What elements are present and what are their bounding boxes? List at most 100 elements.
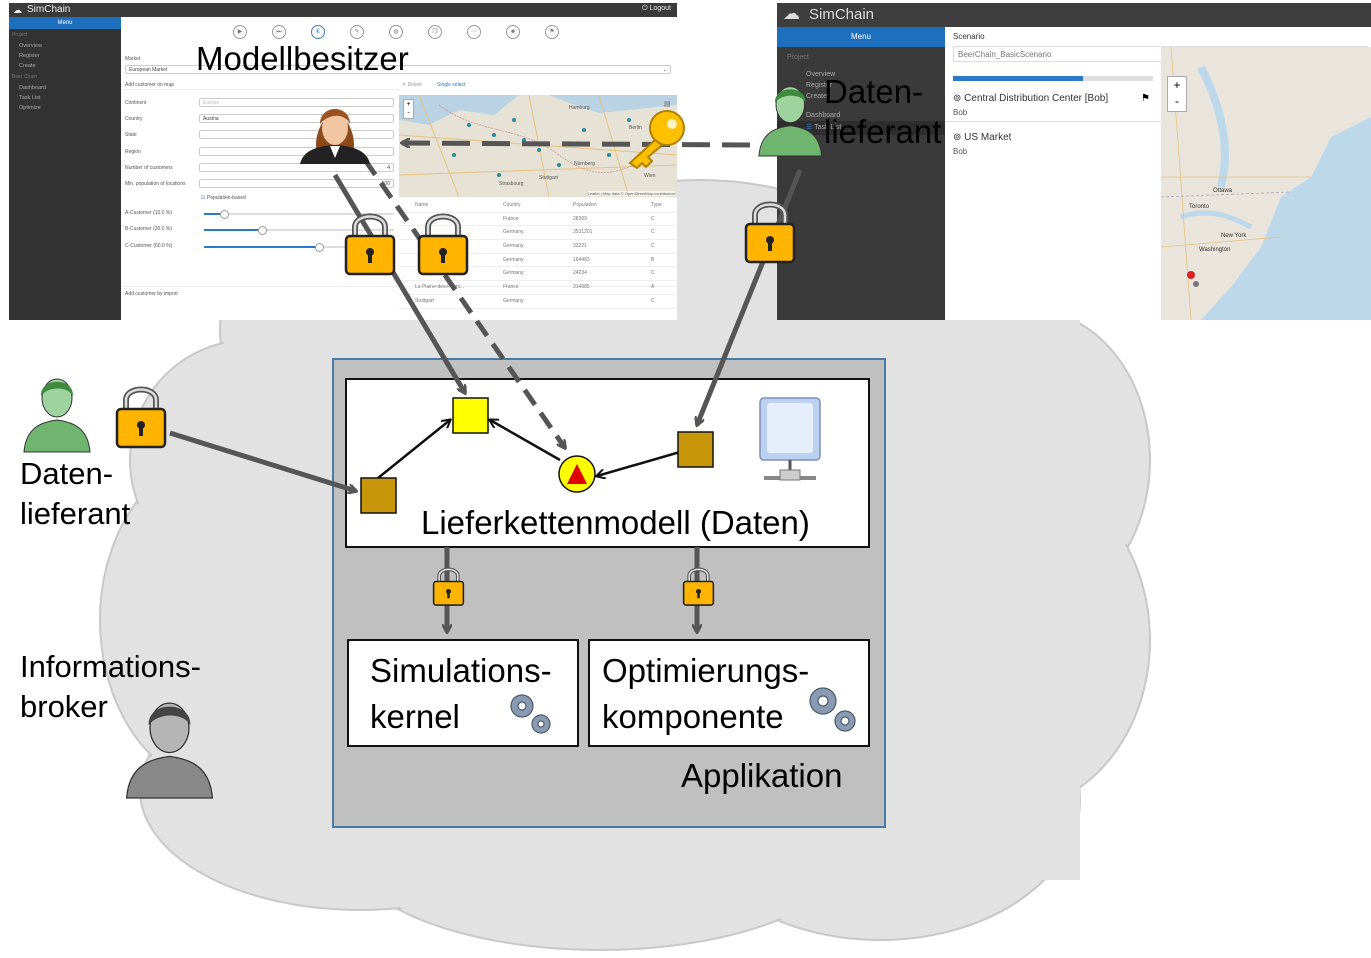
menu-header[interactable]: Menu	[777, 27, 945, 47]
app-header: ☁ SimChain	[777, 3, 1371, 27]
slider-b-knob[interactable]	[258, 226, 267, 235]
logout-button[interactable]: ⏻ Logout	[642, 5, 671, 13]
app-screenshot-dataprovider: ☁ SimChain Menu Project Overview Registe…	[777, 3, 1371, 320]
zoom-out-button[interactable]: -	[1175, 94, 1179, 108]
edge-market-to-center	[490, 420, 561, 462]
table-header-population[interactable]: Population	[573, 202, 597, 208]
table-row[interactable]: Stuttgart Germany C	[399, 295, 677, 309]
cell-type: C	[651, 297, 655, 304]
sidebar-item-dashboard[interactable]: Dashboard	[806, 112, 841, 119]
label-modelowner: Modellbesitzer	[196, 40, 409, 77]
cell-type: C	[651, 243, 655, 250]
cell-name: Stuttgart	[415, 297, 434, 304]
map-place-ottawa: Ottawa	[1213, 188, 1233, 194]
table-header-row: Name Country Population Type	[399, 199, 677, 213]
label-dataprovider-left-1: Daten-	[20, 456, 114, 491]
label-dataprovider-top-1: Daten-	[824, 73, 924, 110]
country-select[interactable]: Austria	[199, 114, 394, 123]
sidebar-group-beerchain[interactable]: Beer Chain	[12, 74, 38, 80]
map-zoom-control[interactable]: + -	[1167, 76, 1187, 112]
lock-icon	[432, 567, 465, 606]
population-based-checkbox[interactable]: ☑ Population-based	[201, 195, 246, 201]
map-layers-icon[interactable]: ▤	[664, 101, 671, 108]
market-select[interactable]: European Market⌄	[125, 65, 671, 74]
region-select[interactable]	[199, 147, 394, 156]
task-owner: Bob	[953, 108, 968, 117]
min-population-input[interactable]: 500	[199, 179, 394, 188]
lock-icon	[682, 567, 715, 606]
cell-country: Germany	[503, 229, 524, 236]
step-edit-icon[interactable]: ✎	[350, 25, 364, 39]
slider-c-knob[interactable]	[315, 243, 324, 252]
sidebar-item-create[interactable]: Create	[806, 93, 828, 100]
label-optimizer-1: Optimierungs-	[602, 652, 810, 689]
slider-c-fill	[204, 246, 318, 248]
step-play-icon[interactable]: ▶	[233, 25, 247, 39]
label-simulation-1: Simulations-	[370, 652, 552, 689]
sidebar: Menu Project Overview Register Create Da…	[777, 27, 945, 320]
delete-label: Delete	[407, 82, 423, 88]
north-america-map[interactable]: Ottawa Toronto New York Washington	[1161, 47, 1371, 320]
menu-header[interactable]: Menu	[9, 17, 121, 29]
sidebar-item-register[interactable]: Register	[806, 82, 833, 89]
label-dataprovider-top-2: lieferant	[824, 113, 942, 150]
edge-source-to-center	[377, 420, 450, 479]
task-item[interactable]: ⊚ US Market	[953, 132, 1011, 143]
cell-country: Germany	[503, 297, 524, 304]
task-status-icon: ⊚	[953, 132, 965, 143]
europe-map[interactable]: Hamburg Berlin Nürnberg Stuttgart Wien S…	[399, 95, 677, 197]
cell-population: 33221	[573, 243, 587, 250]
table-header-name[interactable]: Name	[415, 202, 429, 208]
continent-input[interactable]: Europe	[199, 98, 394, 107]
delete-button[interactable]: ✕ Delete	[402, 82, 423, 88]
sidebar-item-tasklist[interactable]: ☰ Task List	[777, 121, 945, 135]
list-icon: ☰	[806, 124, 815, 131]
slider-c[interactable]	[204, 243, 394, 252]
step-flag-icon[interactable]: ⚑	[545, 25, 559, 39]
table-header-type[interactable]: Type	[651, 202, 662, 208]
field-label-region: Region	[125, 149, 141, 155]
state-select[interactable]	[199, 130, 394, 139]
task-item[interactable]: ⊚ Central Distribution Center [Bob]	[953, 93, 1108, 104]
label-dataprovider-left-2: lieferant	[20, 496, 131, 531]
map-zoom-control[interactable]: +-	[403, 99, 414, 119]
step-more-icon[interactable]: ⋯	[467, 25, 481, 39]
market-triangle-icon	[567, 464, 587, 484]
cell-name: La Plaine-des-Palmi...	[415, 284, 464, 291]
sidebar-group-project[interactable]: Project	[787, 54, 809, 61]
map-place-nuernberg: Nürnberg	[574, 161, 595, 167]
step-users-icon[interactable]: ☻	[506, 25, 520, 39]
sidebar-group-project[interactable]: Project	[12, 32, 28, 38]
sidebar-item-create[interactable]: Create	[19, 63, 36, 69]
slider-a-knob[interactable]	[220, 210, 229, 219]
sidebar-item-optimize[interactable]: Optimize	[19, 105, 41, 111]
sidebar-item-dashboard[interactable]: Dashboard	[19, 85, 46, 91]
step-currency-icon[interactable]: €	[311, 25, 325, 39]
app-brand: SimChain	[27, 4, 71, 15]
sidebar-item-tasklist[interactable]: Task List	[19, 95, 41, 101]
table-row[interactable]: Germany 33221 C	[399, 240, 677, 254]
sidebar-item-overview[interactable]: Overview	[806, 71, 836, 78]
zoom-in-button[interactable]: +	[1173, 78, 1181, 92]
single-select-toggle[interactable]: Single select	[437, 82, 466, 88]
customers-input[interactable]: 4	[199, 163, 394, 172]
step-copy-icon[interactable]: ❐	[428, 25, 442, 39]
table-header-country[interactable]: Country	[503, 202, 521, 208]
flag-icon[interactable]: ⚑	[1141, 93, 1150, 104]
slider-b[interactable]	[204, 226, 394, 235]
step-globe-icon[interactable]: ◍	[389, 25, 403, 39]
cell-population: 314685	[573, 284, 590, 291]
sidebar-item-register[interactable]: Register	[19, 53, 40, 59]
slider-a[interactable]	[204, 210, 394, 219]
cell-country: Germany	[503, 243, 524, 250]
sidebar-item-overview[interactable]: Overview	[19, 43, 42, 49]
label-broker-1: Informations-	[20, 649, 201, 684]
label-broker-2: broker	[20, 689, 108, 724]
step-skip-icon[interactable]: ⏭	[272, 25, 286, 39]
